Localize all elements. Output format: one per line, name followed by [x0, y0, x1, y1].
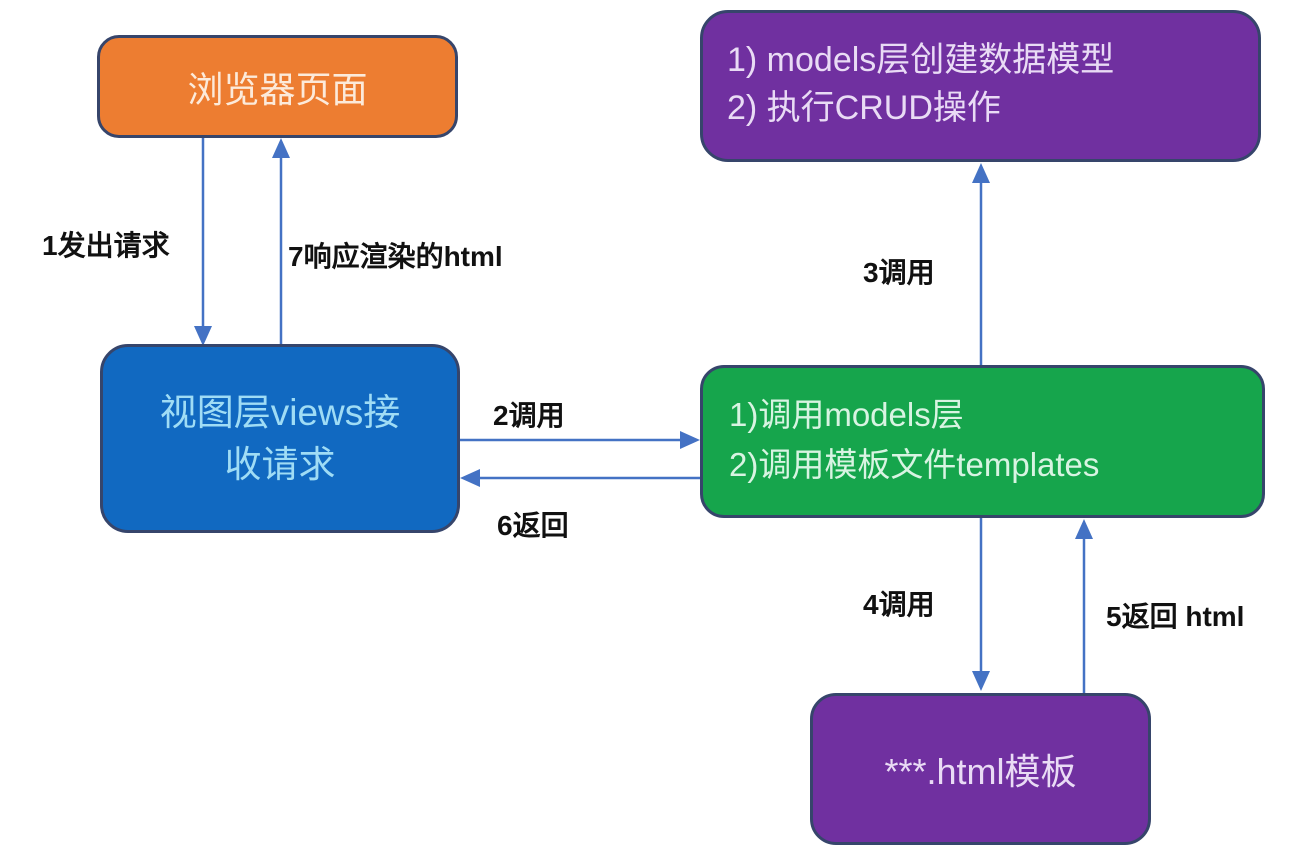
arrow-send-request — [194, 138, 212, 346]
node-browser-label: 浏览器页面 — [187, 68, 368, 110]
node-models: 1) models层创建数据模型 2) 执行CRUD操作 — [700, 10, 1261, 162]
arrow-respond-html — [272, 138, 290, 344]
node-controller: 1)调用models层 2)调用模板文件templates — [700, 365, 1265, 518]
edge-label-return-html: 5返回 html — [1106, 601, 1245, 632]
node-views-line2: 收请求 — [224, 443, 336, 485]
arrow-return-html — [1075, 519, 1093, 693]
edge-label-send-request: 1发出请求 — [42, 230, 170, 261]
node-template-label: ***.html模板 — [884, 751, 1077, 792]
node-models-line1: 1) models层创建数据模型 — [727, 41, 1115, 79]
node-views-line1: 视图层views接 — [159, 391, 401, 433]
arrow-return-to-views — [460, 469, 700, 487]
edge-label-respond-html: 7响应渲染的html — [288, 241, 503, 272]
arrow-call-controller — [460, 431, 700, 449]
node-template: ***.html模板 — [810, 693, 1151, 845]
arrow-call-models — [972, 163, 990, 365]
edge-label-call-template: 4调用 — [863, 589, 935, 620]
node-models-line2: 2) 执行CRUD操作 — [727, 89, 1001, 127]
edge-label-call-models: 3调用 — [863, 257, 935, 288]
edge-label-call-controller: 2调用 — [493, 400, 565, 431]
node-controller-line1: 1)调用models层 — [729, 396, 964, 433]
edge-label-return-to-views: 6返回 — [497, 510, 569, 541]
node-views: 视图层views接 收请求 — [100, 344, 460, 533]
node-controller-line2: 2)调用模板文件templates — [729, 446, 1100, 483]
node-browser: 浏览器页面 — [97, 35, 458, 138]
arrow-call-template — [972, 517, 990, 691]
